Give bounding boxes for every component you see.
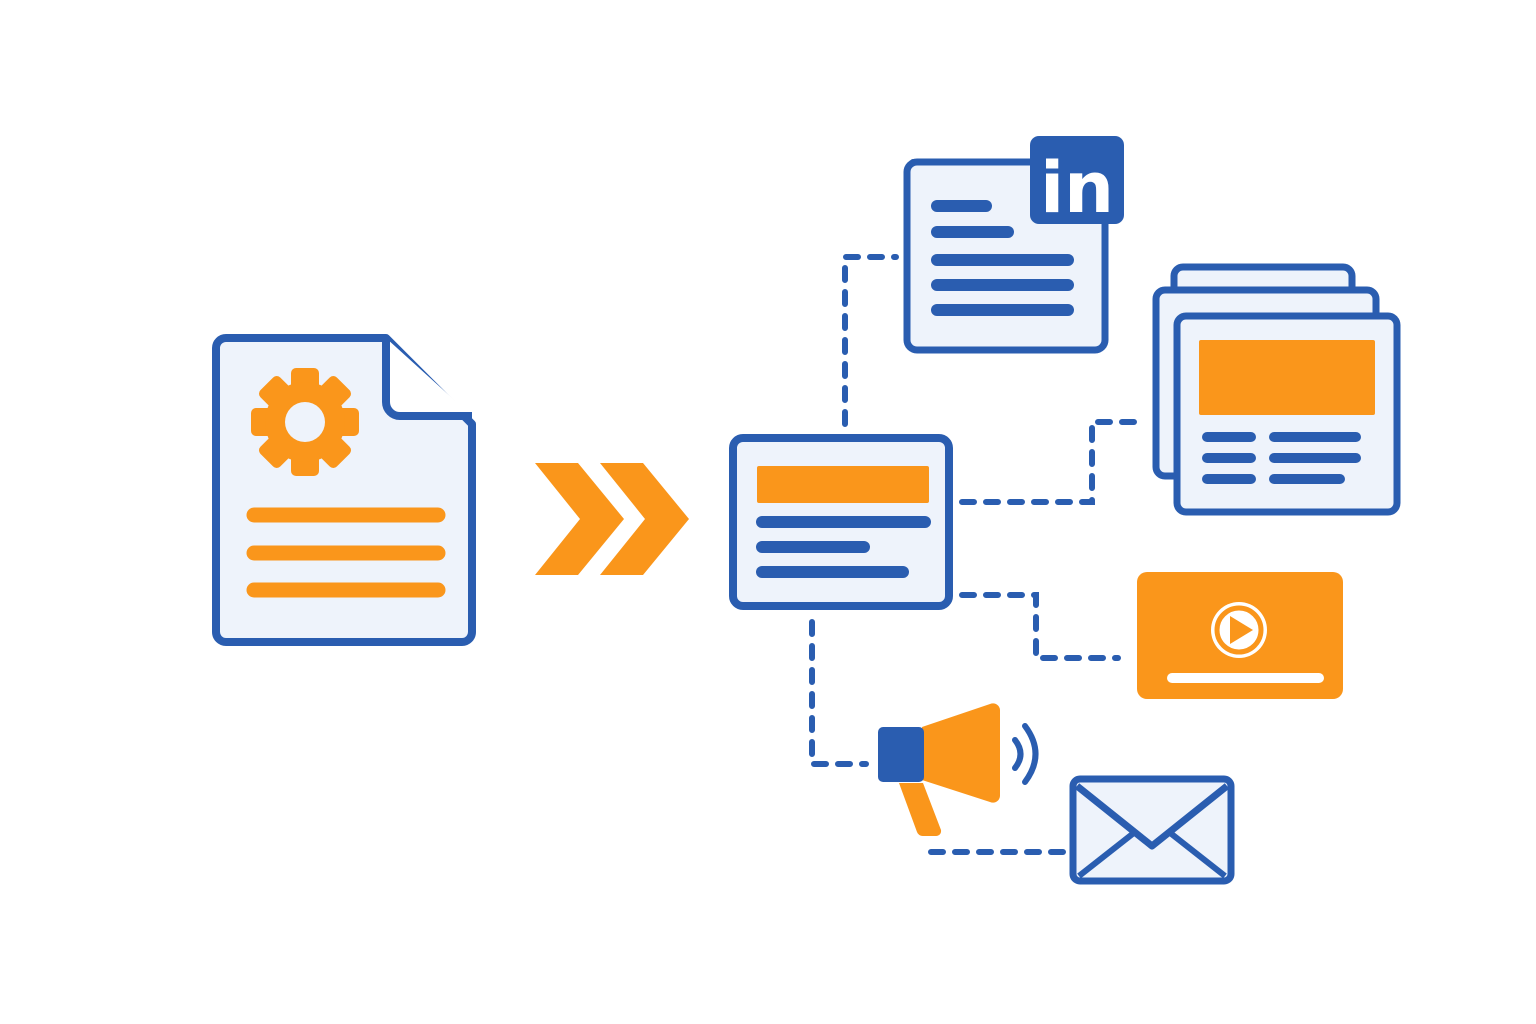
linkedin-logo-text: in [1040, 147, 1114, 229]
gear-icon [251, 368, 359, 476]
linkedin-icon: in [1030, 136, 1124, 229]
connector-hub-linkedin [842, 254, 899, 427]
linkedin-post: in [903, 136, 1124, 354]
megaphone-horn [922, 703, 1000, 803]
page-banner [1199, 340, 1375, 415]
megaphone-icon [878, 703, 1039, 837]
hub-article [729, 434, 953, 610]
chevron-1 [535, 463, 624, 575]
envelope-flap [1074, 783, 1230, 850]
connector-hub-megaphone [809, 619, 869, 767]
envelope-fold-left [1077, 829, 1137, 879]
envelope-body [1069, 775, 1235, 885]
source-text-lines [246, 507, 446, 598]
envelope-fold-right [1167, 829, 1227, 879]
double-chevron-right-icon [535, 463, 689, 575]
source-document [212, 334, 476, 646]
source-document-fold [382, 338, 472, 420]
play-icon [1211, 602, 1267, 658]
megaphone-back [878, 727, 924, 782]
connector-hub-pages [959, 419, 1147, 505]
megaphone-handle [899, 783, 942, 837]
hub-article-header-bar [757, 466, 929, 503]
video-player [1137, 572, 1343, 699]
sound-waves [1012, 723, 1039, 785]
envelope-icon [1069, 775, 1235, 885]
blog-pages [1152, 263, 1401, 516]
connector-hub-video [959, 592, 1121, 661]
chevron-2 [600, 463, 689, 575]
